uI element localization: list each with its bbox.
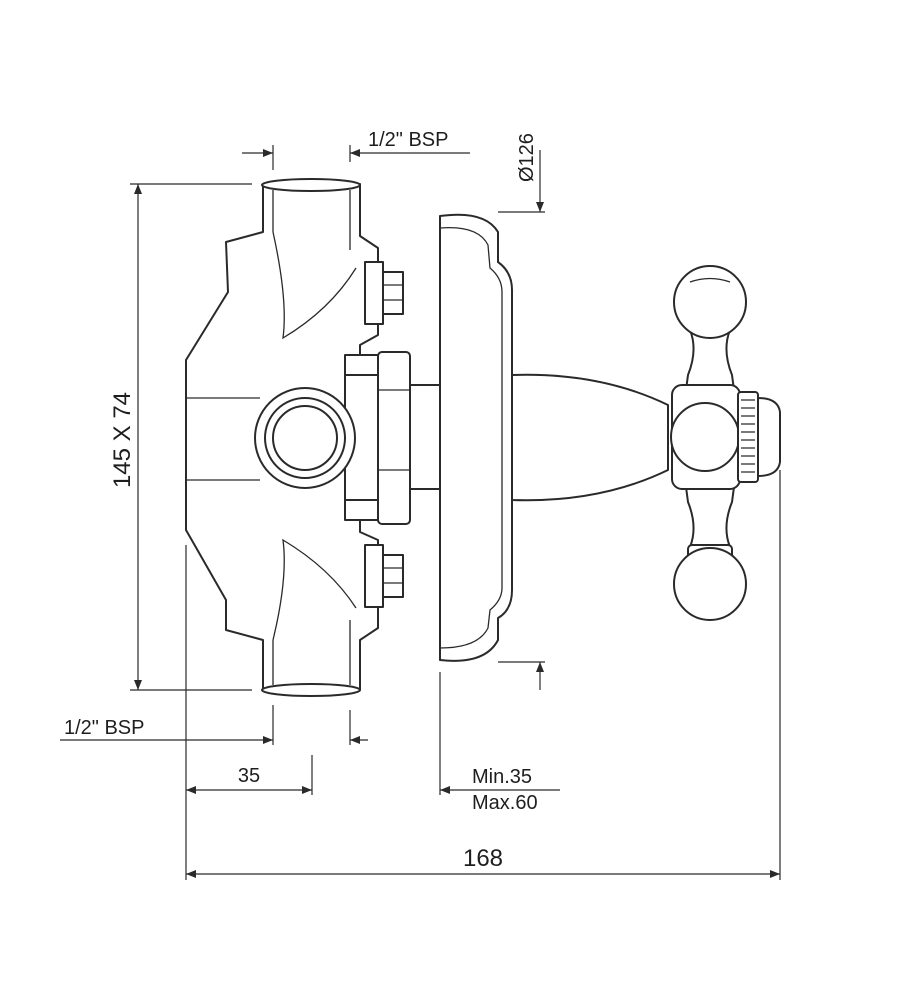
wall-plate-outline bbox=[439, 213, 513, 662]
handle-knob-upper bbox=[673, 265, 747, 339]
lower-nut bbox=[382, 554, 404, 598]
top-pipe-end bbox=[261, 178, 361, 192]
bottom-pipe-end bbox=[261, 683, 361, 697]
outlet-port-inner bbox=[272, 405, 338, 471]
dim-bsp-bottom: 1/2" BSP bbox=[60, 705, 368, 745]
label-total-length: 168 bbox=[463, 845, 503, 872]
valve-body bbox=[185, 178, 441, 697]
body-contour-upper bbox=[272, 231, 357, 340]
handle-knob-lower bbox=[673, 547, 747, 621]
label-bsp-bottom: 1/2" BSP bbox=[64, 717, 144, 739]
dim-depth: 35 bbox=[185, 545, 313, 880]
dim-bsp-top: 1/2" BSP bbox=[242, 129, 470, 170]
knurled-cap bbox=[737, 391, 759, 483]
pipe-line-top bbox=[272, 190, 351, 250]
sleeve-outline bbox=[511, 373, 669, 502]
index-cap bbox=[757, 397, 781, 477]
handle-hub-boss bbox=[670, 402, 740, 472]
dim-diameter: Ø126 bbox=[498, 133, 545, 690]
cross-handle bbox=[670, 265, 781, 621]
label-diameter: Ø126 bbox=[516, 133, 538, 182]
spindle-sleeve bbox=[511, 373, 669, 502]
handle-arm-lower bbox=[685, 486, 735, 548]
wall-plate bbox=[439, 213, 513, 662]
pipe-line-bottom bbox=[272, 620, 351, 685]
bonnet-lower bbox=[344, 499, 381, 521]
upper-nut-base bbox=[364, 261, 384, 325]
label-body-size: 145 X 74 bbox=[109, 392, 136, 488]
label-min-depth: Min.35 bbox=[472, 766, 532, 788]
body-contour-left bbox=[186, 397, 260, 481]
dim-total-length: 168 bbox=[186, 470, 781, 880]
spindle-collar bbox=[409, 384, 441, 490]
label-bsp-top: 1/2" BSP bbox=[368, 129, 448, 151]
upper-nut bbox=[382, 271, 404, 315]
bonnet-upper bbox=[344, 354, 381, 376]
dim-body-size: 145 X 74 bbox=[109, 183, 252, 691]
label-depth: 35 bbox=[238, 765, 260, 787]
body-contour-lower bbox=[272, 538, 357, 641]
label-max-depth: Max.60 bbox=[472, 792, 538, 814]
dim-wall-depth: Min.35 Max.60 bbox=[439, 672, 560, 814]
bonnet bbox=[377, 351, 411, 525]
lower-nut-base bbox=[364, 544, 384, 608]
